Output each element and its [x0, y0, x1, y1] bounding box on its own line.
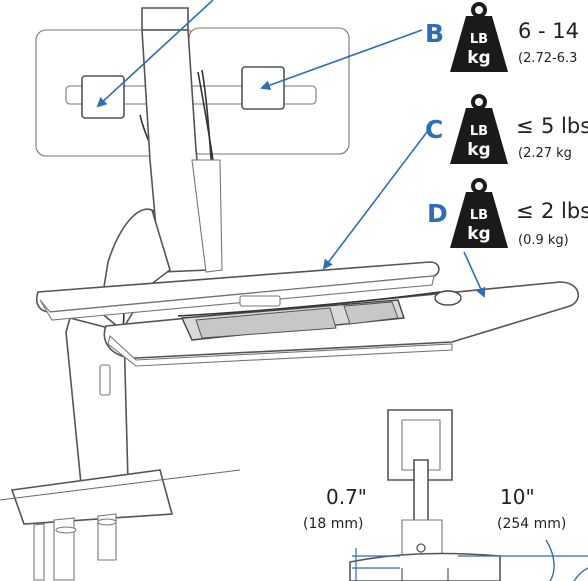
mouse — [434, 290, 462, 306]
callout-d-leq: ≤ — [516, 199, 534, 223]
dimension-imperial: 10" — [500, 485, 535, 509]
callout-c-weight-metric: (2.27 kg — [518, 146, 572, 161]
callout-b-letter: B — [425, 19, 444, 48]
upright-column — [141, 29, 223, 273]
keyboard — [180, 299, 405, 341]
vesa-plate-left — [81, 75, 125, 119]
base-pillar — [0, 317, 241, 525]
weight-icon: LB kg — [450, 2, 508, 72]
callout-d-weight-metric: (0.9 kg) — [518, 233, 569, 248]
callout-c-leq: ≤ — [516, 114, 534, 138]
tray-dimension-inset — [349, 409, 588, 581]
dimension-10-in: 10" (254 mm) — [497, 485, 566, 532]
dimension-imperial: 0.7" — [326, 485, 367, 509]
pointer-d-keyboard-tray — [463, 251, 486, 298]
svg-text:LB: LB — [470, 32, 488, 47]
callout-d-letter: D — [427, 199, 448, 228]
callout-b-weight: 6 - 14 — [518, 19, 579, 43]
desk-clamp — [33, 513, 117, 581]
pointer-b-right-vesa — [260, 29, 423, 90]
svg-text:kg: kg — [467, 48, 490, 68]
pointer-arrows — [96, 0, 486, 298]
dimension-0-7-in: 0.7" (18 mm) — [303, 485, 367, 532]
work-surface — [35, 261, 440, 321]
svg-text:kg: kg — [467, 140, 490, 160]
pointer-c-work-surface — [322, 127, 431, 270]
callout-b-weight-metric: (2.72-6.3 — [518, 51, 577, 66]
callout-c-weight: 5 lbs — [541, 114, 588, 138]
callout-c-letter: C — [425, 115, 443, 144]
dimension-metric: (18 mm) — [303, 516, 363, 532]
pointer-a-left-vesa — [96, 0, 214, 108]
svg-text:LB: LB — [470, 208, 488, 223]
callout-d-weight: 2 lbs — [541, 199, 588, 223]
callout-c: C LB kg ≤ 5 lbs (2.27 kg — [425, 94, 588, 164]
weight-icon: LB kg — [450, 178, 508, 248]
dimension-metric: (254 mm) — [497, 516, 566, 532]
callout-b: B LB kg 6 - 14 (2.72-6.3 — [425, 2, 579, 72]
callout-d: D LB kg ≤ 2 lbs (0.9 kg) — [427, 178, 588, 248]
svg-text:kg: kg — [467, 224, 490, 244]
svg-text:LB: LB — [470, 124, 488, 139]
weight-icon: LB kg — [450, 94, 508, 164]
